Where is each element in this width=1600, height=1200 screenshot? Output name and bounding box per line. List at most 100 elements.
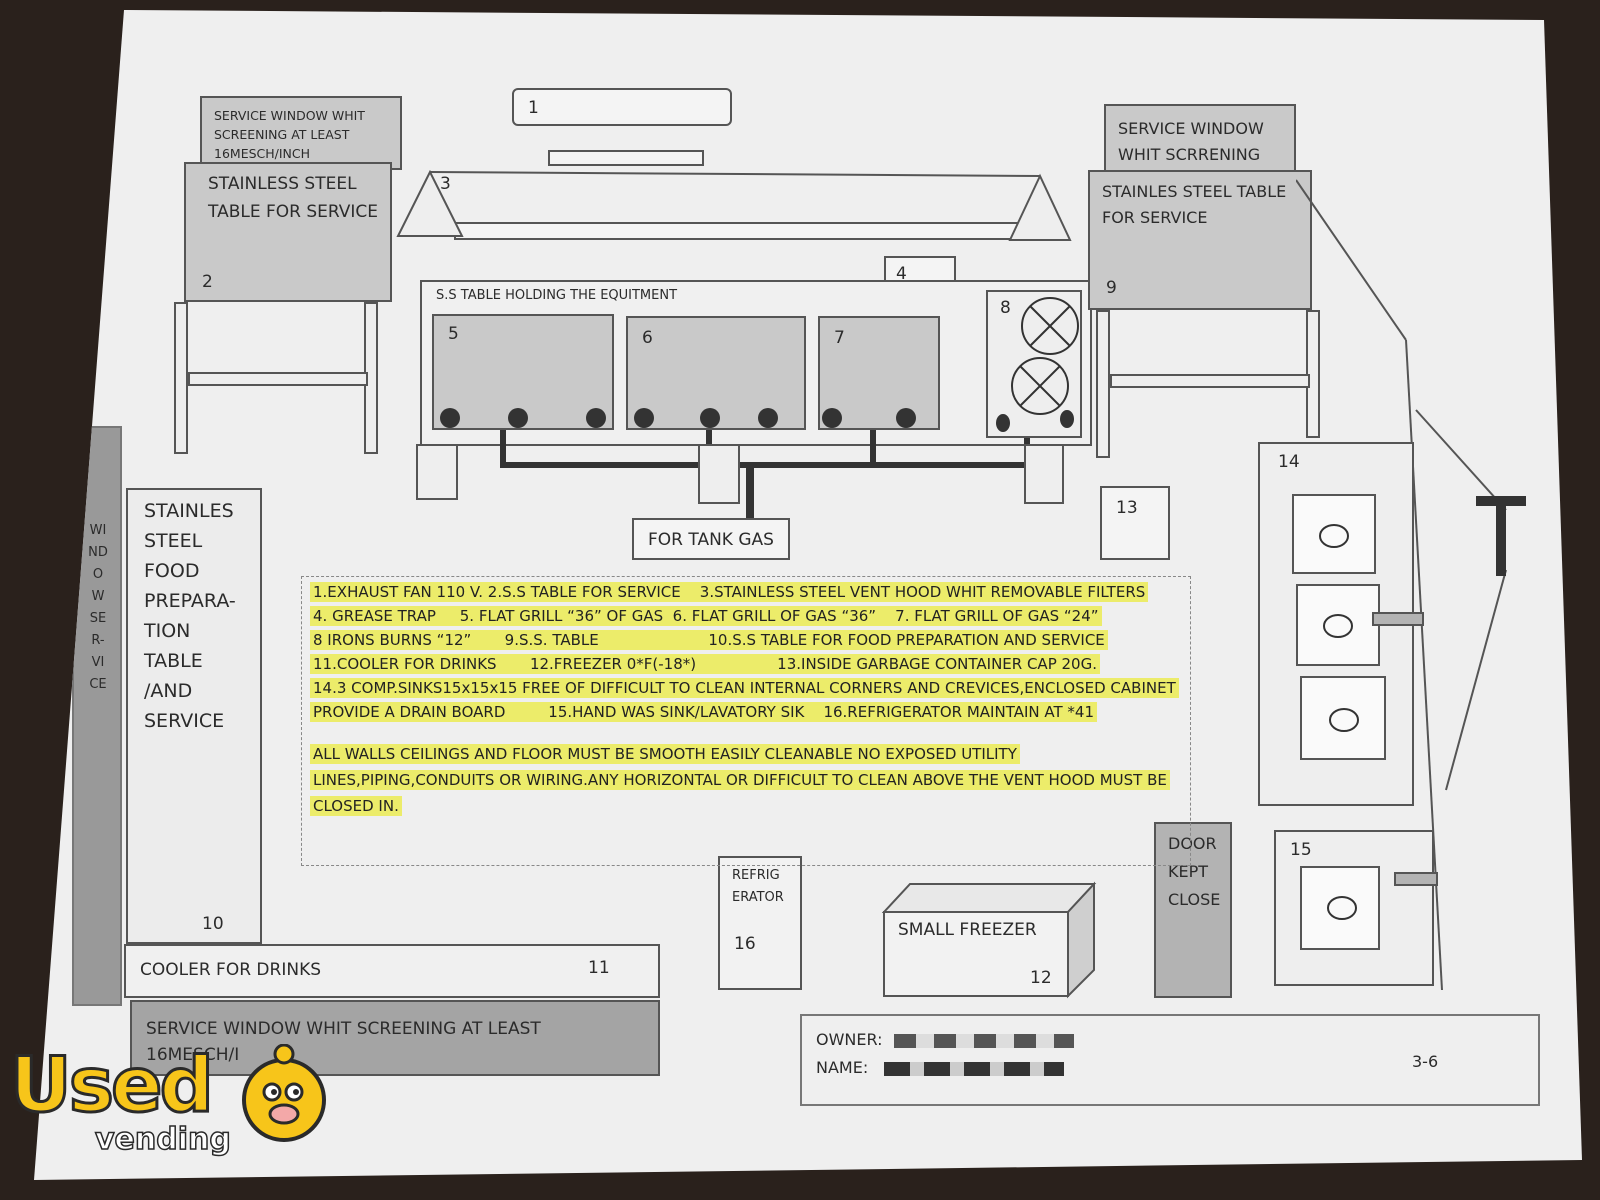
knob-icon (1060, 410, 1074, 428)
knob-icon (586, 408, 606, 428)
vent-hood-ends (396, 170, 1072, 241)
knob-icon (508, 408, 528, 428)
redacted-owner (894, 1034, 1074, 1048)
number-6: 6 (642, 328, 653, 348)
note-line: CLOSED IN. (310, 796, 402, 816)
number-10: 10 (202, 914, 224, 934)
note-line: 14.3 COMP.SINKS15x15x15 FREE OF DIFFICUL… (310, 678, 1179, 698)
vertical-text: CE (89, 677, 107, 692)
cooler-label: COOLER FOR DRINKS (140, 960, 322, 980)
food-prep-line: PREPARA- (144, 590, 236, 612)
note-text: 14.3 COMP.SINKS15x15x15 FREE OF DIFFICUL… (310, 678, 1179, 698)
exhaust-fan: 1 (512, 88, 732, 126)
gas-pipe (870, 430, 876, 466)
service-table-left-shelf (188, 372, 368, 386)
used-vending-logo: Used vending (9, 1039, 350, 1180)
sink-basin (1296, 584, 1380, 666)
note-text: PROVIDE A DRAIN BOARD 15.HAND WAS SINK/L… (310, 702, 1097, 722)
gas-pipe (500, 462, 1030, 468)
service-table-left-leg (174, 302, 188, 454)
note-line: 8 IRONS BURNS “12” 9.S.S. TABLE 10.S.S T… (310, 630, 1108, 650)
service-window-left (72, 426, 122, 1006)
floor-plan-paper: SERVICE WINDOW WHIT SCREENING AT LEAST 1… (34, 10, 1582, 1180)
logo-sub-text: vending (94, 1121, 231, 1158)
food-prep-table-label: STAINLES STEEL FOOD PREPARA- TION TABLE … (144, 496, 236, 736)
service-table-right: STAINLES STEEL TABLE FOR SERVICE 9 (1088, 170, 1312, 310)
faucet-icon (1372, 612, 1424, 626)
note-text: ALL WALLS CEILINGS AND FLOOR MUST BE SMO… (310, 744, 1020, 764)
knob-icon (896, 408, 916, 428)
number-7: 7 (834, 328, 845, 348)
number-13: 13 (1116, 498, 1138, 518)
number-5: 5 (448, 324, 459, 344)
owner-label: OWNER: (816, 1030, 883, 1049)
note-text: LINES,PIPING,CONDUITS OR WIRING.ANY HORI… (310, 770, 1170, 790)
sink-basin (1292, 494, 1376, 574)
vertical-text: ND (88, 545, 108, 560)
door-line1: DOOR (1168, 834, 1217, 853)
refrigerator: REFRIG ERATOR 16 (718, 856, 802, 990)
vertical-text: SE (89, 611, 107, 626)
service-table-left: STAINLESS STEEL TABLE FOR SERVICE 2 (184, 162, 392, 302)
knob-icon (634, 408, 654, 428)
food-prep-line: TION (144, 620, 191, 642)
name-label: NAME: (816, 1058, 869, 1077)
tank-gas: FOR TANK GAS (632, 518, 790, 560)
service-window-top-right: SERVICE WINDOW WHIT SCRRENING (1104, 104, 1296, 174)
knob-icon (440, 408, 460, 428)
food-prep-line: FOOD (144, 560, 200, 582)
refrigerator-line1: REFRIG (732, 868, 780, 883)
small-freezer-3d (882, 881, 1097, 999)
number-15: 15 (1290, 840, 1312, 860)
cooler-for-drinks: COOLER FOR DRINKS 11 (124, 944, 660, 998)
number-12: 12 (1030, 968, 1052, 988)
food-prep-line: STAINLES (144, 500, 234, 522)
piggy-bank-icon (242, 1044, 326, 1142)
note-line: PROVIDE A DRAIN BOARD 15.HAND WAS SINK/L… (310, 702, 1097, 722)
vertical-text: R- (91, 633, 105, 648)
owner-box: OWNER: NAME: 3-6 (800, 1014, 1540, 1106)
food-prep-line: /AND (144, 680, 193, 702)
equipment-table-label: S.S TABLE HOLDING THE EQUITMENT (436, 288, 678, 303)
equipment-table-leg (698, 444, 740, 504)
equipment-table-leg (1024, 444, 1064, 504)
faucet-icon (1394, 872, 1438, 886)
drain-icon (1319, 524, 1349, 548)
door-line3: CLOSE (1168, 890, 1221, 909)
food-prep-table: STAINLES STEEL FOOD PREPARA- TION TABLE … (126, 488, 262, 944)
service-window-top-left-label: SERVICE WINDOW WHIT SCREENING AT LEAST 1… (214, 108, 365, 161)
service-table-left-line2: TABLE FOR SERVICE (208, 202, 379, 222)
service-table-right-leg (1096, 310, 1110, 458)
redacted-name (884, 1062, 1064, 1076)
gas-pipe (746, 464, 754, 522)
knob-icon (996, 414, 1010, 432)
service-table-left-line1: STAINLESS STEEL (208, 174, 357, 194)
number-1: 1 (528, 98, 539, 118)
drain-icon (1329, 708, 1359, 732)
vertical-text: O (92, 567, 104, 582)
sink-basin (1300, 676, 1386, 760)
note-text: 4. GREASE TRAP 5. FLAT GRILL “36” OF GAS… (310, 606, 1102, 626)
service-window-left-label: WI ND O W SE R- VI CE (76, 520, 120, 696)
number-4: 4 (896, 264, 907, 284)
service-window-top-right-label: SERVICE WINDOW WHIT SCRRENING (1118, 119, 1264, 164)
hand-sink-basin (1300, 866, 1380, 950)
food-prep-line: STEEL (144, 530, 203, 552)
service-window-top-left: SERVICE WINDOW WHIT SCREENING AT LEAST 1… (200, 96, 402, 170)
small-freezer-label: SMALL FREEZER (898, 920, 1037, 940)
gas-pipe (500, 430, 506, 466)
exhaust-fan-base (548, 150, 704, 166)
drain-icon (1327, 896, 1357, 920)
service-table-right-line2: FOR SERVICE (1102, 208, 1208, 227)
note-text: CLOSED IN. (310, 796, 402, 816)
food-prep-line: TABLE (144, 650, 203, 672)
number-11: 11 (588, 958, 610, 978)
logo-main-text: Used (9, 1039, 216, 1131)
note-line: 4. GREASE TRAP 5. FLAT GRILL “36” OF GAS… (310, 606, 1102, 626)
number-2: 2 (202, 272, 213, 292)
equipment-table-leg (416, 444, 458, 500)
note-line: 11.COOLER FOR DRINKS 12.FREEZER 0*F(-18*… (310, 654, 1100, 674)
number-16: 16 (734, 934, 756, 954)
food-prep-line: SERVICE (144, 710, 225, 732)
page-number: 3-6 (1412, 1052, 1439, 1071)
